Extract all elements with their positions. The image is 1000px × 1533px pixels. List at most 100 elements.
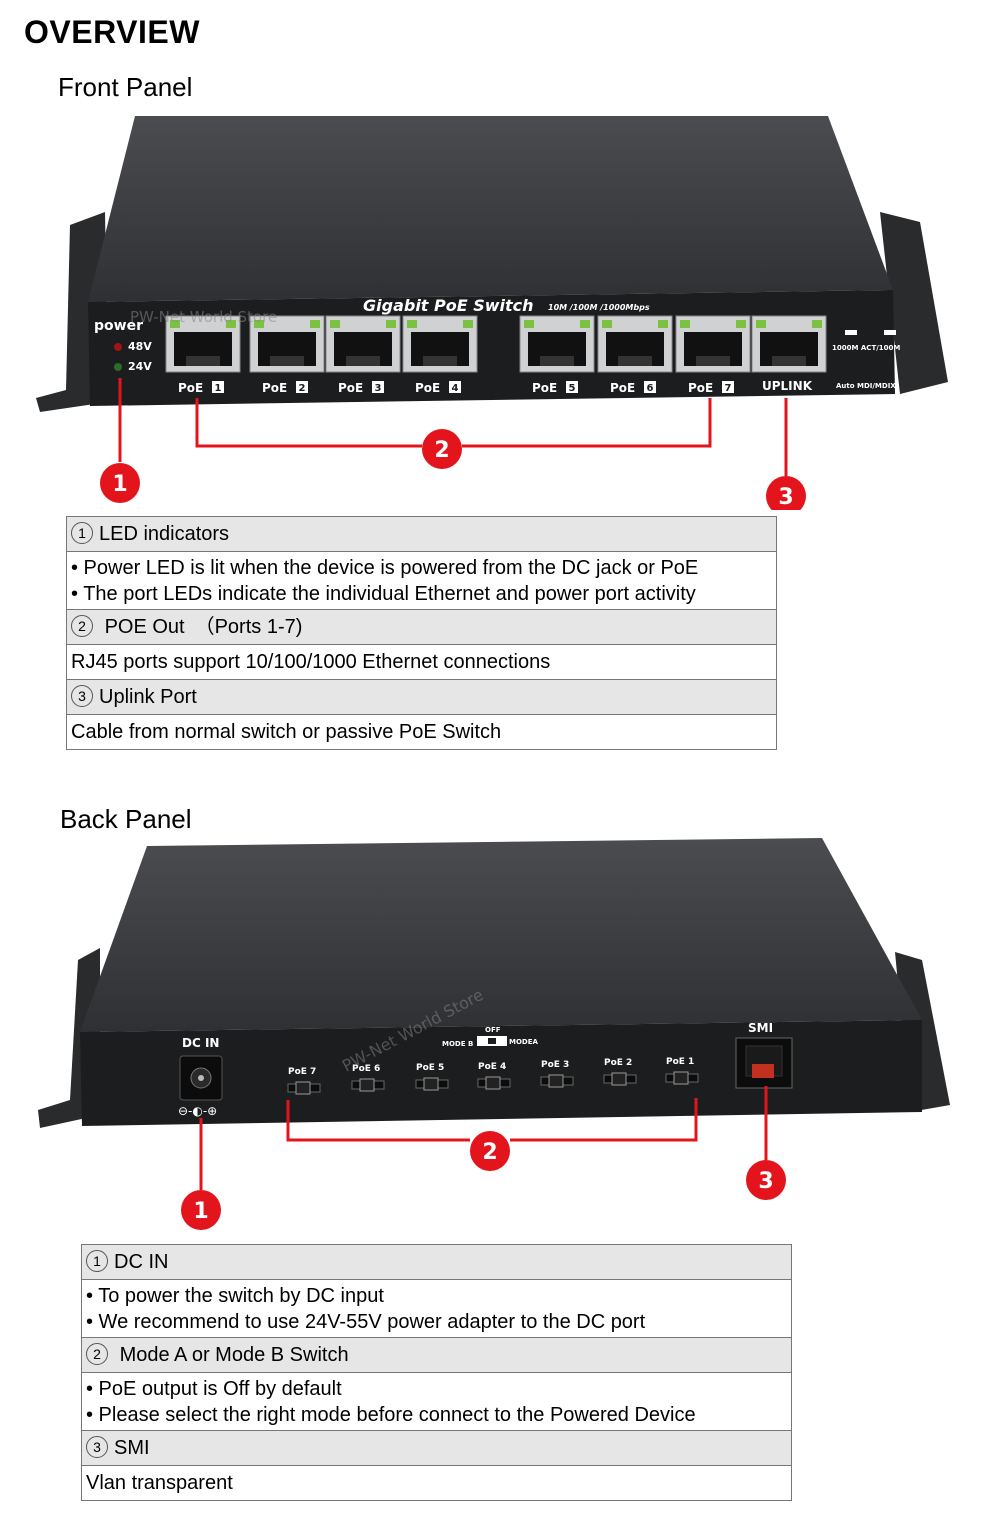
callout-3-number: 3 (778, 485, 793, 510)
power-led-48v (114, 343, 122, 351)
jumper-label: PoE 6 (352, 1064, 380, 1074)
port-number-badge (372, 381, 384, 393)
jumper-label: PoE 5 (416, 1063, 444, 1073)
poe-out-body: RJ45 ports support 10/100/1000 Ethernet … (66, 644, 777, 680)
smi-label: SMI (748, 1021, 773, 1035)
section-number: 2 (86, 1342, 108, 1365)
device-top (80, 838, 922, 1032)
rj45-port-poe-5: PoE 5 (519, 315, 595, 395)
mode-jumper: PoE 4 (477, 1062, 511, 1090)
mode-jumper: PoE 6 (351, 1064, 385, 1092)
section-number: 3 (86, 1435, 108, 1458)
port-label: PoE (262, 381, 287, 395)
mode-jumper: PoE 7 (287, 1067, 321, 1095)
callout-2-line-right (462, 398, 712, 448)
page-title: OVERVIEW (24, 14, 200, 50)
port-number: 5 (569, 383, 576, 394)
callout-2-number: 2 (482, 1140, 497, 1165)
section-number: 1 (86, 1249, 108, 1272)
section-number: 3 (71, 684, 93, 707)
watermark: PW-Net World Store (130, 308, 277, 326)
dc-in-label: DC IN (182, 1036, 219, 1050)
jumper-label: PoE 3 (541, 1060, 569, 1070)
right-mount-ear (880, 212, 948, 394)
port-number-badge (212, 381, 224, 393)
port-label: PoE (688, 381, 713, 395)
mode-jumper: PoE 3 (540, 1060, 574, 1088)
front-panel-photo: PoE 1 PoE 2 PoE 3 PoE 4 PoE 5 PoE 6 PoE 7 power 48V 2… (36, 116, 948, 510)
callout-2 (422, 429, 462, 469)
jumper-label: PoE 4 (478, 1062, 506, 1072)
led-legend-mark-2 (884, 330, 896, 335)
rj45-port-poe-7: PoE 7 (675, 315, 751, 395)
front-panel-title: Front Panel (58, 72, 193, 102)
port-number: 7 (725, 383, 732, 394)
power-label: power (94, 318, 143, 334)
callout-2-line-left (195, 398, 422, 448)
port-number-badge (296, 381, 308, 393)
front-ports: PoE 1 PoE 2 PoE 3 PoE 4 PoE 5 PoE 6 PoE 7 (165, 315, 827, 395)
mode-switch-body: • PoE output is Off by default • Please … (81, 1372, 792, 1431)
port-number: 3 (375, 383, 382, 394)
back-panel-title: Back Panel (60, 804, 192, 834)
port-label: PoE (178, 381, 203, 395)
mode-jumper: PoE 2 (603, 1058, 637, 1086)
callout-1 (100, 463, 140, 503)
rj45-port-poe-3: PoE 3 (325, 315, 401, 395)
callout-3 (766, 476, 806, 510)
v48-label: 48V (128, 340, 152, 353)
rj45-port-poe-4: PoE 4 (402, 315, 478, 395)
mode-a-label: MODEA (509, 1038, 539, 1046)
rj45-port-poe-1: PoE 1 (165, 315, 241, 395)
smi-body: Vlan transparent (81, 1465, 792, 1501)
port-number: 1 (215, 383, 222, 394)
port-number: 4 (452, 383, 459, 394)
callout-2-number: 2 (434, 438, 449, 463)
section-number: 2 (71, 614, 93, 637)
callout-2-line-right (510, 1098, 698, 1142)
polarity-symbol: ⊖-◐-⊕ (178, 1104, 217, 1118)
poe-out-heading: 2 POE Out（Ports 1-7) (66, 609, 777, 645)
port-number-badge (722, 381, 734, 393)
mode-jumpers: PoE 7 PoE 6 PoE 5 PoE 4 PoE 3 PoE 2 PoE 1 (287, 1057, 699, 1095)
auto-mdi-label: Auto MDI/MDIX (836, 382, 896, 390)
mode-jumper: PoE 5 (415, 1063, 449, 1091)
jumper-label: PoE 1 (666, 1057, 694, 1067)
mode-b-label: MODE B (442, 1040, 473, 1048)
callout-1-number: 1 (193, 1199, 208, 1224)
callout-3-number: 3 (758, 1169, 773, 1194)
uplink-port-body: Cable from normal switch or passive PoE … (66, 714, 777, 750)
callout-2-line-left (286, 1100, 470, 1142)
v24-label: 24V (128, 360, 152, 373)
port-label: PoE (415, 381, 440, 395)
device-top (88, 116, 893, 302)
callout-2 (470, 1131, 510, 1171)
rj45-port-uplink (751, 315, 827, 373)
port-number-badge (566, 381, 578, 393)
callout-3 (746, 1160, 786, 1200)
brand-label: Gigabit PoE Switch (363, 296, 534, 315)
section-number: 1 (71, 521, 93, 544)
mode-jumper: PoE 1 (665, 1057, 699, 1085)
speed-label: 10M /100M /1000Mbps (548, 303, 650, 312)
port-label: PoE (532, 381, 557, 395)
port-number-badge (449, 381, 461, 393)
off-label: OFF (485, 1026, 501, 1034)
port-label: PoE (338, 381, 363, 395)
port-number: 2 (299, 383, 306, 394)
port-label: PoE (610, 381, 635, 395)
callout-1 (181, 1190, 221, 1230)
mode-switch-heading: 2 Mode A or Mode B Switch (81, 1337, 792, 1373)
device-back-face (80, 1020, 922, 1126)
power-led-24v (114, 363, 122, 371)
port-number-badge (644, 381, 656, 393)
led-legend: 1000M ACT/100M (832, 344, 900, 352)
port-number: 6 (647, 383, 654, 394)
rj45-port-poe-6: PoE 6 (597, 315, 673, 395)
